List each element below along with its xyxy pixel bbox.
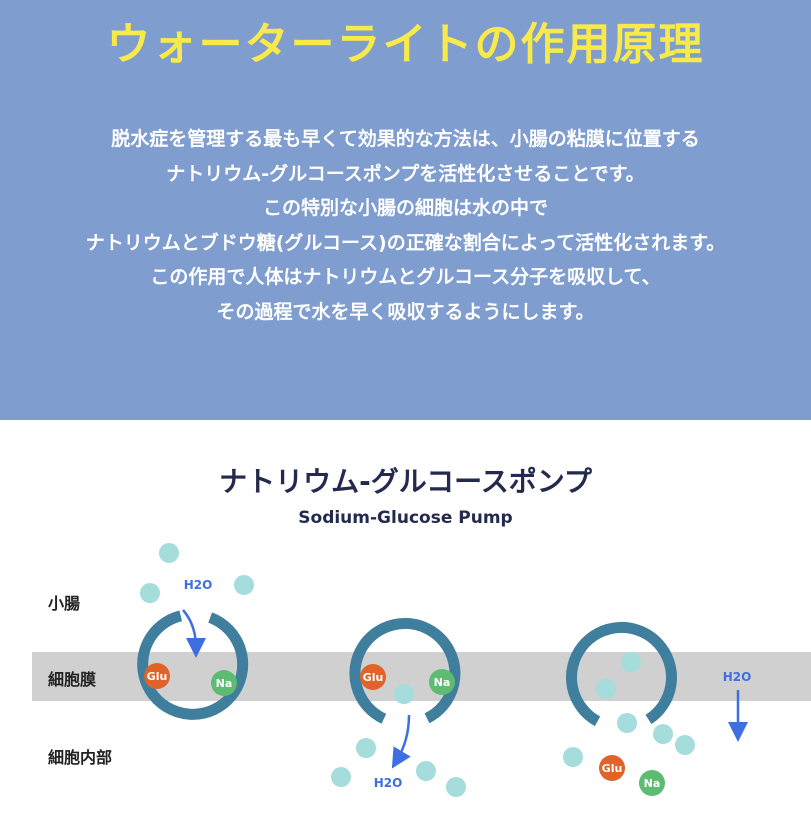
- label-cell-membrane: 細胞膜: [48, 670, 97, 689]
- water-molecule: [653, 724, 673, 744]
- hero-line: ナトリウム-グルコースポンプを活性化させることです。: [166, 162, 645, 185]
- h2o-label: H2O: [374, 776, 403, 790]
- water-molecule: [140, 583, 160, 603]
- water-molecule: [356, 738, 376, 758]
- pump-stage-3: Glu Na H2O: [563, 621, 752, 796]
- water-flow-arrow-icon: [391, 714, 411, 769]
- glucose-molecule: [360, 664, 386, 690]
- na-label: Na: [644, 777, 661, 790]
- glucose-molecule: [599, 755, 625, 781]
- water-molecule: [617, 713, 637, 733]
- label-cell-interior: 細胞内部: [48, 748, 113, 767]
- pump-stage-1: H2O Glu Na: [137, 543, 254, 720]
- pump-ring: [137, 610, 249, 720]
- water-molecule: [416, 761, 436, 781]
- pump-stage-2: Glu Na H2O: [331, 617, 466, 797]
- water-molecule: [621, 652, 641, 672]
- sodium-molecule: [211, 670, 237, 696]
- hero-line: この特別な小腸の細胞は水の中で: [262, 197, 548, 219]
- glu-label: Glu: [363, 671, 384, 684]
- water-molecule: [675, 735, 695, 755]
- water-molecule: [563, 747, 583, 767]
- hero-description: 脱水症を管理する最も早くて効果的な方法は、小腸の粘膜に位置する ナトリウム-グル…: [0, 122, 811, 329]
- glucose-molecule: [144, 663, 170, 689]
- pump-ring: [566, 621, 677, 727]
- water-molecule: [234, 575, 254, 595]
- na-label: Na: [434, 676, 451, 689]
- hero-line: この作用で人体はナトリウムとグルコース分子を吸収して、: [150, 266, 661, 288]
- hero-banner: ウォーターライトの作用原理 脱水症を管理する最も早くて効果的な方法は、小腸の粘膜…: [0, 0, 811, 420]
- water-molecule: [596, 679, 616, 699]
- label-small-intestine: 小腸: [48, 594, 81, 613]
- sodium-molecule: [639, 770, 665, 796]
- glu-label: Glu: [602, 762, 623, 775]
- water-molecule: [446, 777, 466, 797]
- sodium-molecule: [429, 669, 455, 695]
- water-molecule: [331, 767, 351, 787]
- h2o-label: H2O: [723, 670, 752, 684]
- hero-line: 脱水症を管理する最も早くて効果的な方法は、小腸の粘膜に位置する: [111, 128, 700, 150]
- water-molecule: [159, 543, 179, 563]
- water-flow-arrow-icon: [182, 609, 206, 658]
- water-molecule: [394, 684, 414, 704]
- diagram-title: ナトリウム-グルコースポンプ: [219, 465, 592, 498]
- hero-title: ウォーターライトの作用原理: [106, 19, 705, 70]
- na-label: Na: [216, 677, 233, 690]
- diagram-subtitle: Sodium-Glucose Pump: [298, 508, 513, 528]
- glu-label: Glu: [147, 670, 168, 683]
- hero-line: その過程で水を早く吸収するようにします。: [216, 300, 595, 323]
- h2o-label: H2O: [184, 578, 213, 592]
- hero-line: ナトリウムとブドウ糖(グルコース)の正確な割合によって活性化されます。: [85, 231, 726, 254]
